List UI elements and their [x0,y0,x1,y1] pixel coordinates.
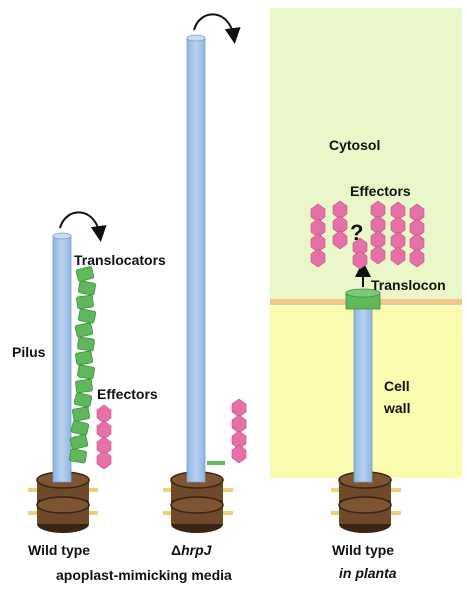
translocon [345,288,381,310]
basal-body-right [331,471,401,533]
free-translocator [207,461,225,465]
label-translocon: Translocon [371,277,446,293]
pilus-middle [186,37,206,483]
label-effectors-left: Effectors [97,386,158,402]
effectors-middle-cluster [231,398,247,464]
label-cytosol: Cytosol [329,137,380,153]
rotation-arrow-icon [59,211,107,242]
label-effectors-top: Effectors [350,183,411,199]
wild-type-media-system [28,211,112,533]
label-cell: Cell [384,378,410,394]
question-mark: ? [350,220,363,245]
label-wall: wall [383,400,410,416]
wild-type-planta-system [310,200,425,533]
label-pilus: Pilus [12,344,46,360]
label-translocators: Translocators [74,252,166,268]
caption-in-planta: in planta [339,565,397,581]
hrpj-mutant-system [163,13,247,533]
rotation-arrow-icon [193,13,241,44]
caption-wild-type: Wild type [28,542,90,558]
cytosol-region [270,8,462,304]
effectors-left-cluster [96,404,112,470]
caption-wild-type-right: Wild type [332,542,394,558]
translocators-chain [68,266,97,464]
basal-body-middle [163,471,233,533]
pilus-left [52,235,72,483]
caption-hrpj: ΔhrpJ [171,542,213,558]
caption-apoplast: apoplast-mimicking media [56,567,232,583]
pilus-right [353,305,373,483]
